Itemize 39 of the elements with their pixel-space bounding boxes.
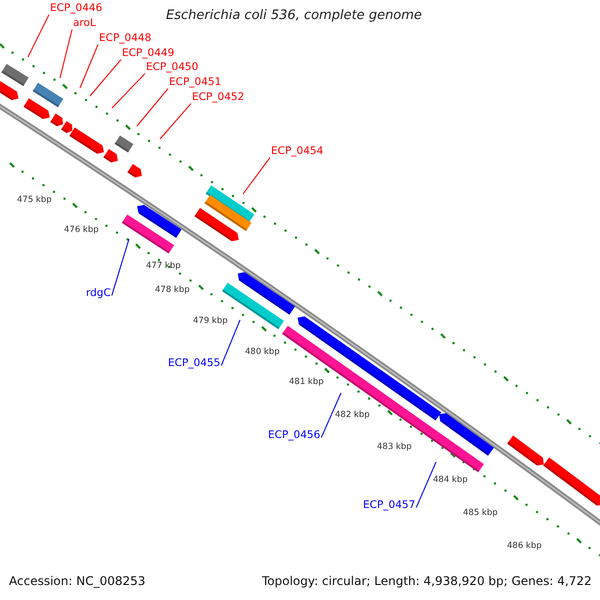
leader-line [90, 59, 122, 96]
scale-label: 475 kbp [17, 196, 52, 206]
gene-label: ECP_0456 [268, 430, 320, 442]
leader-line [242, 157, 270, 194]
gene-label: ECP_0449 [122, 48, 174, 60]
leader-line [160, 103, 192, 140]
genome-info-text: Topology: circular; Length: 4,938,920 bp; Genes: 4,722 [262, 575, 592, 588]
scale-label: 481 kbp [289, 378, 324, 388]
leader-line [320, 392, 342, 438]
leader-line [60, 29, 72, 78]
gene-label: aroL [73, 18, 96, 30]
gene-label: ECP_0454 [271, 146, 324, 158]
gene-label: ECP_0451 [169, 77, 222, 89]
gene-label: ECP_0448 [99, 33, 152, 45]
scale-label: 484 kbp [433, 476, 468, 486]
scale-label: 479 kbp [193, 317, 228, 326]
leader-line [112, 73, 146, 108]
gene-label: ECP_0452 [192, 92, 244, 104]
scale-label: 477 kbp [146, 262, 181, 272]
gene-label: ECP_0450 [146, 62, 198, 74]
map-title: Escherichia coli 536, complete genome [166, 9, 422, 24]
gene-label: rdgC [86, 288, 111, 300]
scale-label: 486 kbp [507, 542, 542, 552]
leader-line [111, 238, 130, 296]
scale-label: 482 kbp [335, 411, 370, 420]
gene-label: ECP_0455 [168, 358, 220, 370]
leader-line [28, 14, 50, 58]
scale-label: 476 kbp [64, 226, 99, 236]
scale-label: 483 kbp [377, 443, 412, 452]
scale-label: 478 kbp [155, 286, 190, 296]
scale-label: 485 kbp [463, 509, 498, 518]
leader-line [80, 44, 98, 88]
gene-label: ECP_0446 [50, 3, 102, 15]
leader-line [416, 462, 436, 508]
leader-line [136, 88, 168, 126]
accession-text: Accession: NC_008253 [9, 575, 146, 588]
leader-line [220, 320, 240, 366]
gene-label: ECP_0457 [363, 500, 416, 512]
scale-label: 480 kbp [245, 348, 280, 358]
